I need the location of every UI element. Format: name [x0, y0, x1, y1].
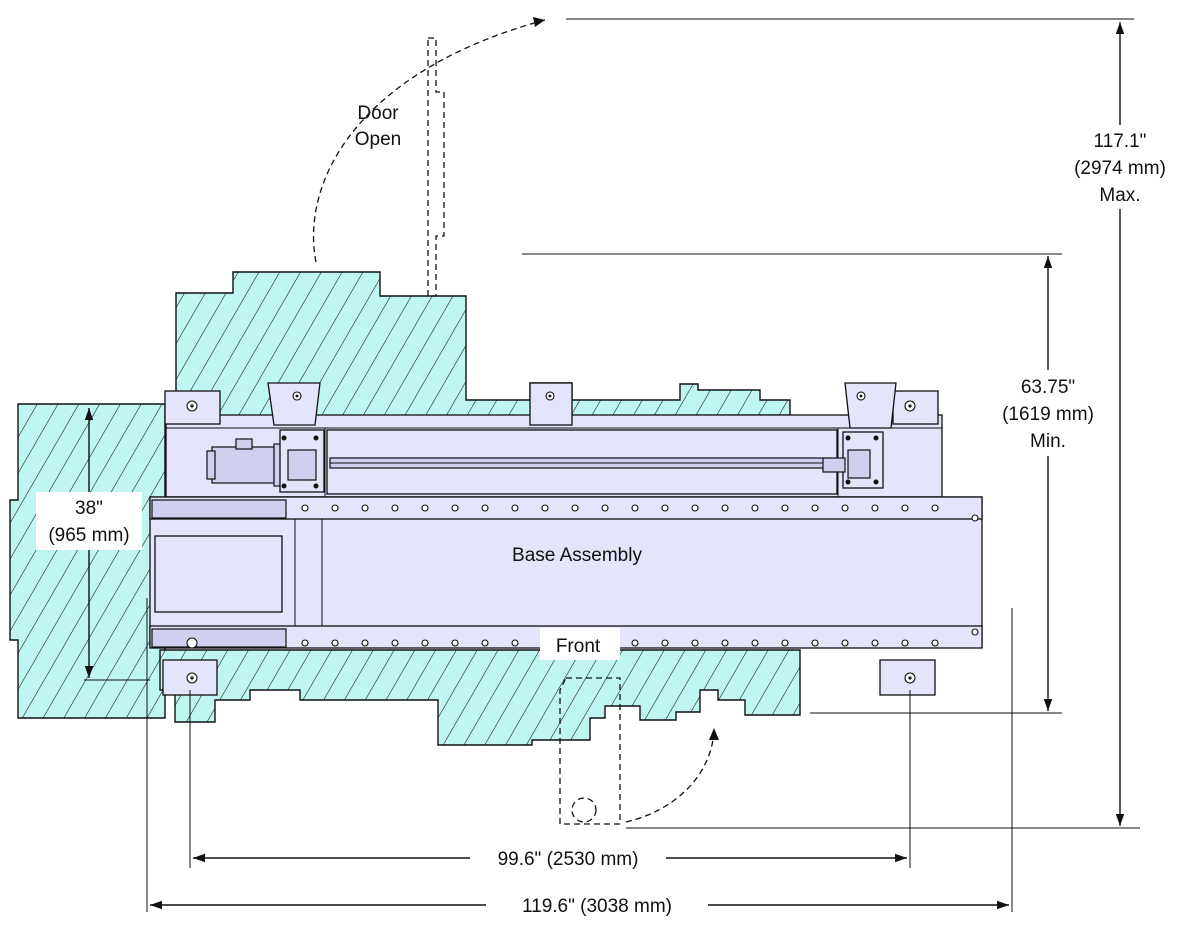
dim-height-max-value: 117.1" — [1094, 131, 1147, 152]
clearance-left — [9, 403, 166, 719]
rail-bolt-hole — [421, 639, 429, 647]
mounting-bracket — [529, 382, 573, 426]
rail-bolt-hole — [391, 639, 399, 647]
rail-bolt-hole — [601, 504, 609, 512]
rail-bolt-hole — [511, 639, 519, 647]
front-label: Front — [556, 636, 601, 657]
dim-depth-left-value: 38" — [75, 498, 103, 519]
rail-bolt-hole — [721, 504, 729, 512]
rail-bolt-hole — [691, 504, 699, 512]
dim-width-feet-label: 99.6" (2530 mm) — [498, 849, 639, 870]
rail-bolt-hole — [301, 639, 309, 647]
dimension-height-min: 63.75" (1619 mm) Min. — [990, 370, 1106, 456]
door-open-label-line2: Open — [355, 129, 401, 150]
leveling-pad — [164, 390, 221, 425]
rail-bolt-hole — [451, 639, 459, 647]
clearance-bottom — [159, 649, 801, 746]
upper-rail-holes — [301, 504, 939, 512]
rail-bolt-hole — [931, 639, 939, 647]
rail-bolt-hole — [451, 504, 459, 512]
rail-bolt-hole — [361, 504, 369, 512]
rail-bolt-hole — [811, 504, 819, 512]
dim-height-min-note: Min. — [1030, 431, 1066, 452]
rail-bolt-hole — [361, 639, 369, 647]
rail-bolt-hole — [541, 504, 549, 512]
extension-lines — [84, 18, 1140, 912]
dim-height-max-metric: (2974 mm) — [1074, 158, 1166, 179]
clearance-top — [175, 271, 791, 417]
dim-depth-left-metric: (965 mm) — [48, 525, 129, 546]
mounting-bracket — [844, 382, 897, 429]
rail-bolt-hole — [871, 639, 879, 647]
dimension-depth-left: 38" (965 mm) — [36, 492, 142, 550]
rail-bolt-hole — [661, 639, 669, 647]
mounting-bracket — [267, 382, 321, 426]
dim-width-overall-label: 119.6" (3038 mm) — [522, 896, 672, 917]
rail-bolt-hole — [421, 504, 429, 512]
rail-bolt-hole — [751, 504, 759, 512]
leveling-pad — [162, 659, 218, 696]
base-assembly-label: Base Assembly — [512, 545, 642, 566]
rail-bolt-hole — [751, 639, 759, 647]
rail-bolt-hole — [781, 504, 789, 512]
rail-bolt-hole — [931, 504, 939, 512]
rail-bolt-hole — [301, 504, 309, 512]
lower-rail-holes — [301, 639, 939, 647]
rail-bolt-hole — [841, 639, 849, 647]
dimension-height-max: 117.1" (2974 mm) Max. — [1062, 125, 1178, 209]
door-open-label-line1: Door — [357, 103, 399, 124]
door-outline-top — [312, 17, 546, 297]
dim-height-min-metric: (1619 mm) — [1002, 404, 1094, 425]
rail-bolt-hole — [691, 639, 699, 647]
rail-bolt-hole — [811, 639, 819, 647]
rail-bolt-hole — [331, 504, 339, 512]
base-assembly — [149, 496, 983, 648]
servo-motor — [206, 438, 283, 487]
rail-bolt-hole — [901, 504, 909, 512]
leveling-pad — [879, 659, 936, 696]
rail-bolt-hole — [631, 504, 639, 512]
rail-bolt-hole — [901, 639, 909, 647]
leveling-pad — [892, 390, 939, 425]
rail-bolt-hole — [721, 639, 729, 647]
dim-height-min-value: 63.75" — [1021, 377, 1075, 398]
rail-bolt-hole — [331, 639, 339, 647]
rail-bolt-hole — [781, 639, 789, 647]
rail-bolt-hole — [841, 504, 849, 512]
rail-bolt-hole — [481, 504, 489, 512]
machine — [149, 382, 983, 696]
rail-bolt-hole — [391, 504, 399, 512]
rail-bolt-hole — [481, 639, 489, 647]
rail-bolt-hole — [631, 639, 639, 647]
dim-height-max-note: Max. — [1099, 185, 1140, 206]
rail-bolt-hole — [571, 504, 579, 512]
door-open-label: Door Open — [355, 103, 401, 150]
door-outline-bottom — [559, 677, 719, 825]
rail-bolt-hole — [511, 504, 519, 512]
rail-bolt-hole — [871, 504, 879, 512]
rail-bolt-hole — [661, 504, 669, 512]
